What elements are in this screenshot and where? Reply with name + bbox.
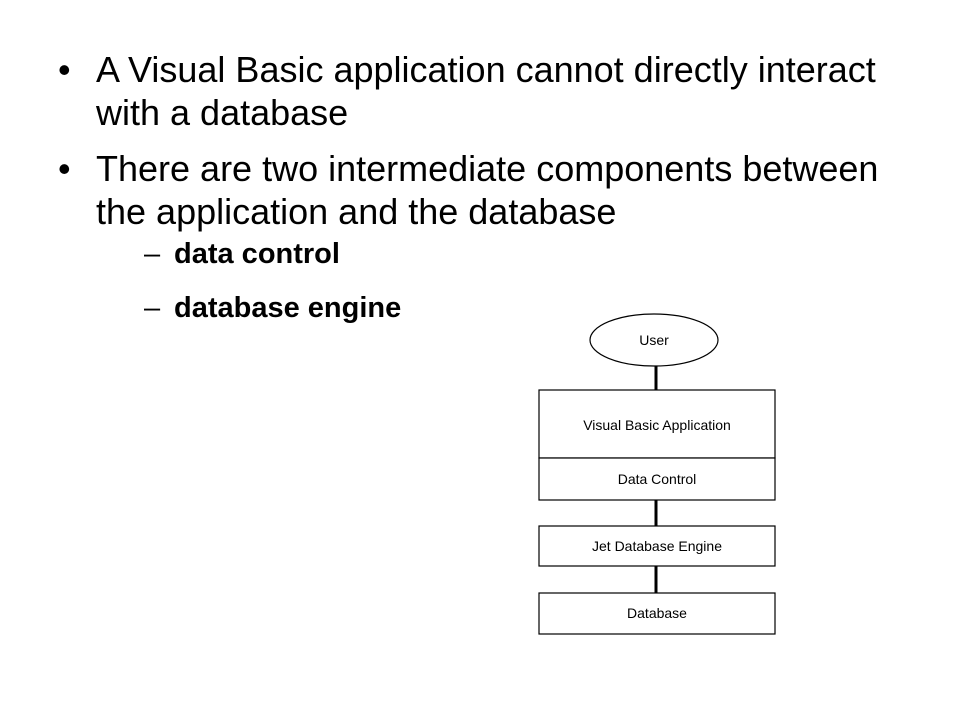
jet-engine-box	[538, 525, 776, 567]
database-box	[538, 592, 776, 635]
sub-bullet-text: data control	[174, 238, 340, 270]
vb-app-box	[538, 389, 776, 459]
sub-bullet-item: – data control	[144, 237, 938, 271]
data-control-box	[538, 457, 776, 501]
jet-engine-label: Jet Database Engine	[592, 538, 722, 554]
vb-app-label: Visual Basic Application	[583, 417, 731, 433]
sub-bullet-list: – data control – database engine	[96, 237, 938, 325]
data-control-label: Data Control	[618, 471, 697, 487]
user-node	[589, 313, 719, 367]
bullet-text: A Visual Basic application cannot direct…	[96, 49, 876, 133]
bullet-item: • A Visual Basic application cannot dire…	[58, 48, 938, 134]
bullet-marker: •	[58, 49, 71, 90]
bullet-item: • There are two intermediate components …	[58, 147, 938, 325]
dash-marker: –	[144, 292, 161, 324]
dash-marker: –	[144, 238, 161, 270]
bullet-marker: •	[58, 148, 71, 189]
user-label: User	[639, 332, 669, 348]
bullet-list: • A Visual Basic application cannot dire…	[58, 48, 938, 345]
database-label: Database	[627, 605, 687, 621]
sub-bullet-item: – database engine	[144, 291, 938, 325]
bullet-text: There are two intermediate components be…	[96, 148, 879, 232]
sub-bullet-text: database engine	[174, 292, 402, 324]
